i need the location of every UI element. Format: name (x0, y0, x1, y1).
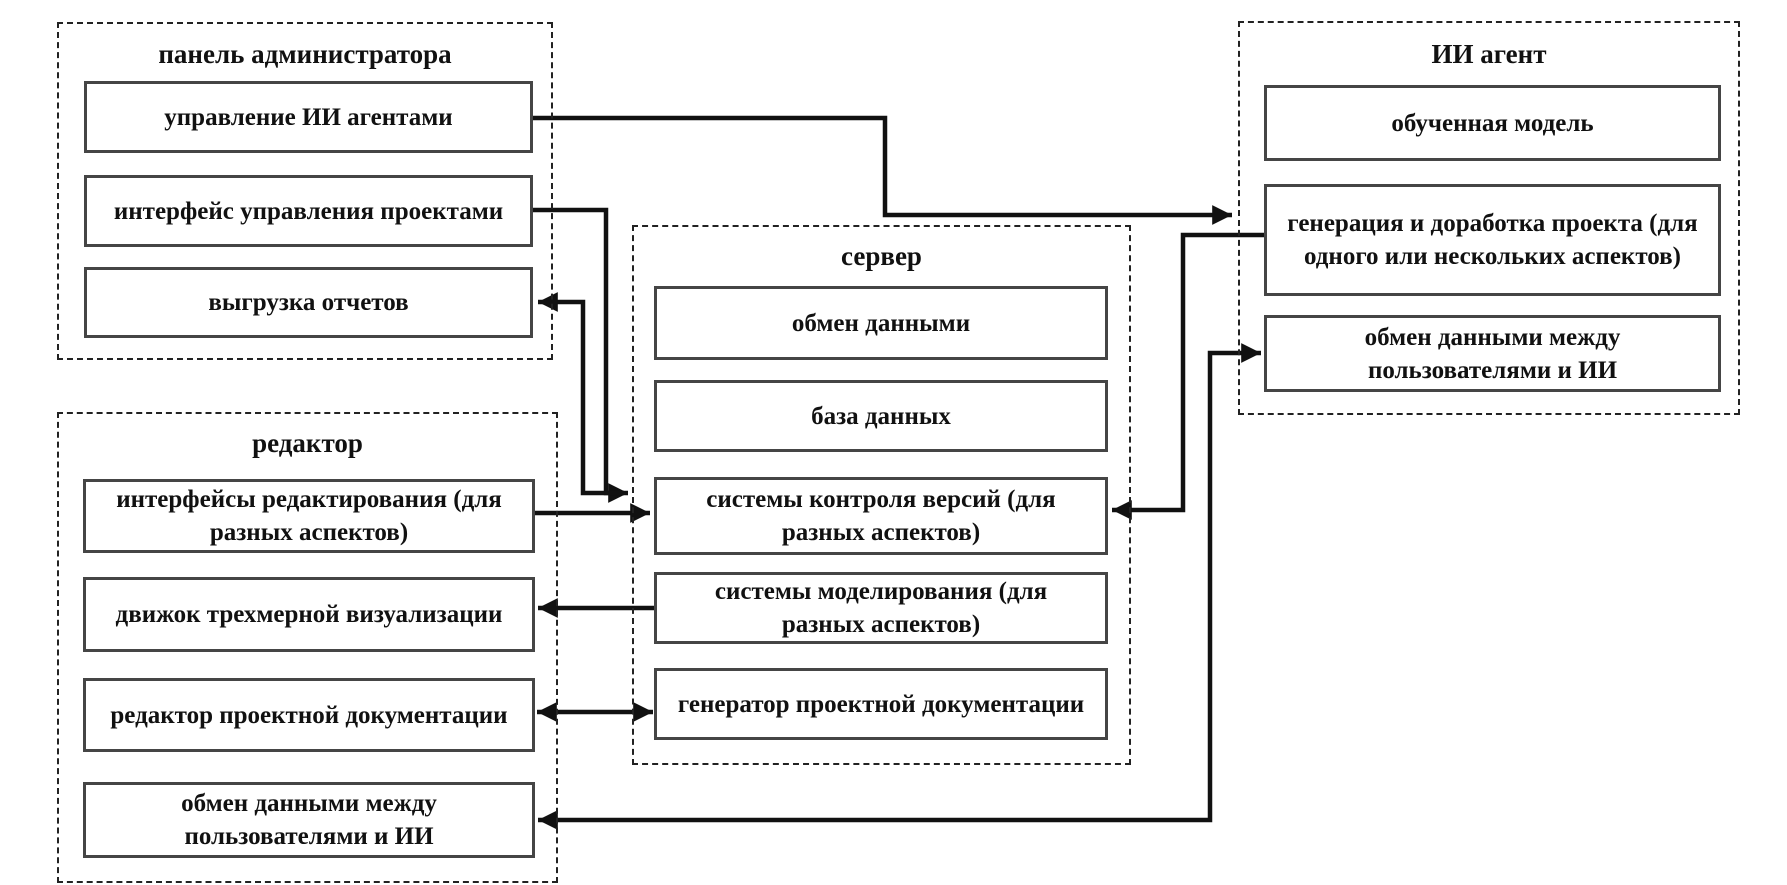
group-server-title: сервер (841, 241, 922, 271)
group-ai-agent-title: ИИ агент (1431, 39, 1547, 69)
box-doc-generator: генератор проектной документации (654, 668, 1108, 740)
box-editing-interfaces: интерфейсы редактирования (для разных ас… (83, 479, 535, 553)
box-ai-data-exchange: обмен данными между пользователями и ИИ (1264, 315, 1721, 392)
box-doc-editor: редактор проектной документации (83, 678, 535, 752)
box-modeling-systems: системы моделирования (для разных аспект… (654, 572, 1108, 644)
group-ai-agent: ИИ агент (1238, 21, 1740, 415)
group-server: сервер (632, 225, 1131, 765)
box-ai-management: управление ИИ агентами (84, 81, 533, 153)
box-report-export: выгрузка отчетов (84, 267, 533, 338)
connector-data-exchange-ai-editor (538, 343, 1261, 830)
group-editor: редактор (57, 412, 558, 883)
group-admin-panel: панель администратора (57, 22, 553, 360)
box-3d-engine: движок трехмерной визуализации (83, 577, 535, 652)
box-database: база данных (654, 380, 1108, 452)
connector-ai-management-to-ai-agent (533, 115, 1232, 225)
box-generation: генерация и доработка проекта (для одног… (1264, 184, 1721, 296)
box-data-exchange: обмен данными (654, 286, 1108, 360)
box-version-control: системы контроля версий (для разных аспе… (654, 477, 1108, 555)
box-trained-model: обученная модель (1264, 85, 1721, 161)
box-editor-data-exchange: обмен данными между пользователями и ИИ (83, 782, 535, 858)
group-admin-panel-title: панель администратора (158, 39, 452, 69)
box-project-mgmt-interface: интерфейс управления проектами (84, 175, 533, 247)
group-editor-title: редактор (252, 428, 363, 458)
